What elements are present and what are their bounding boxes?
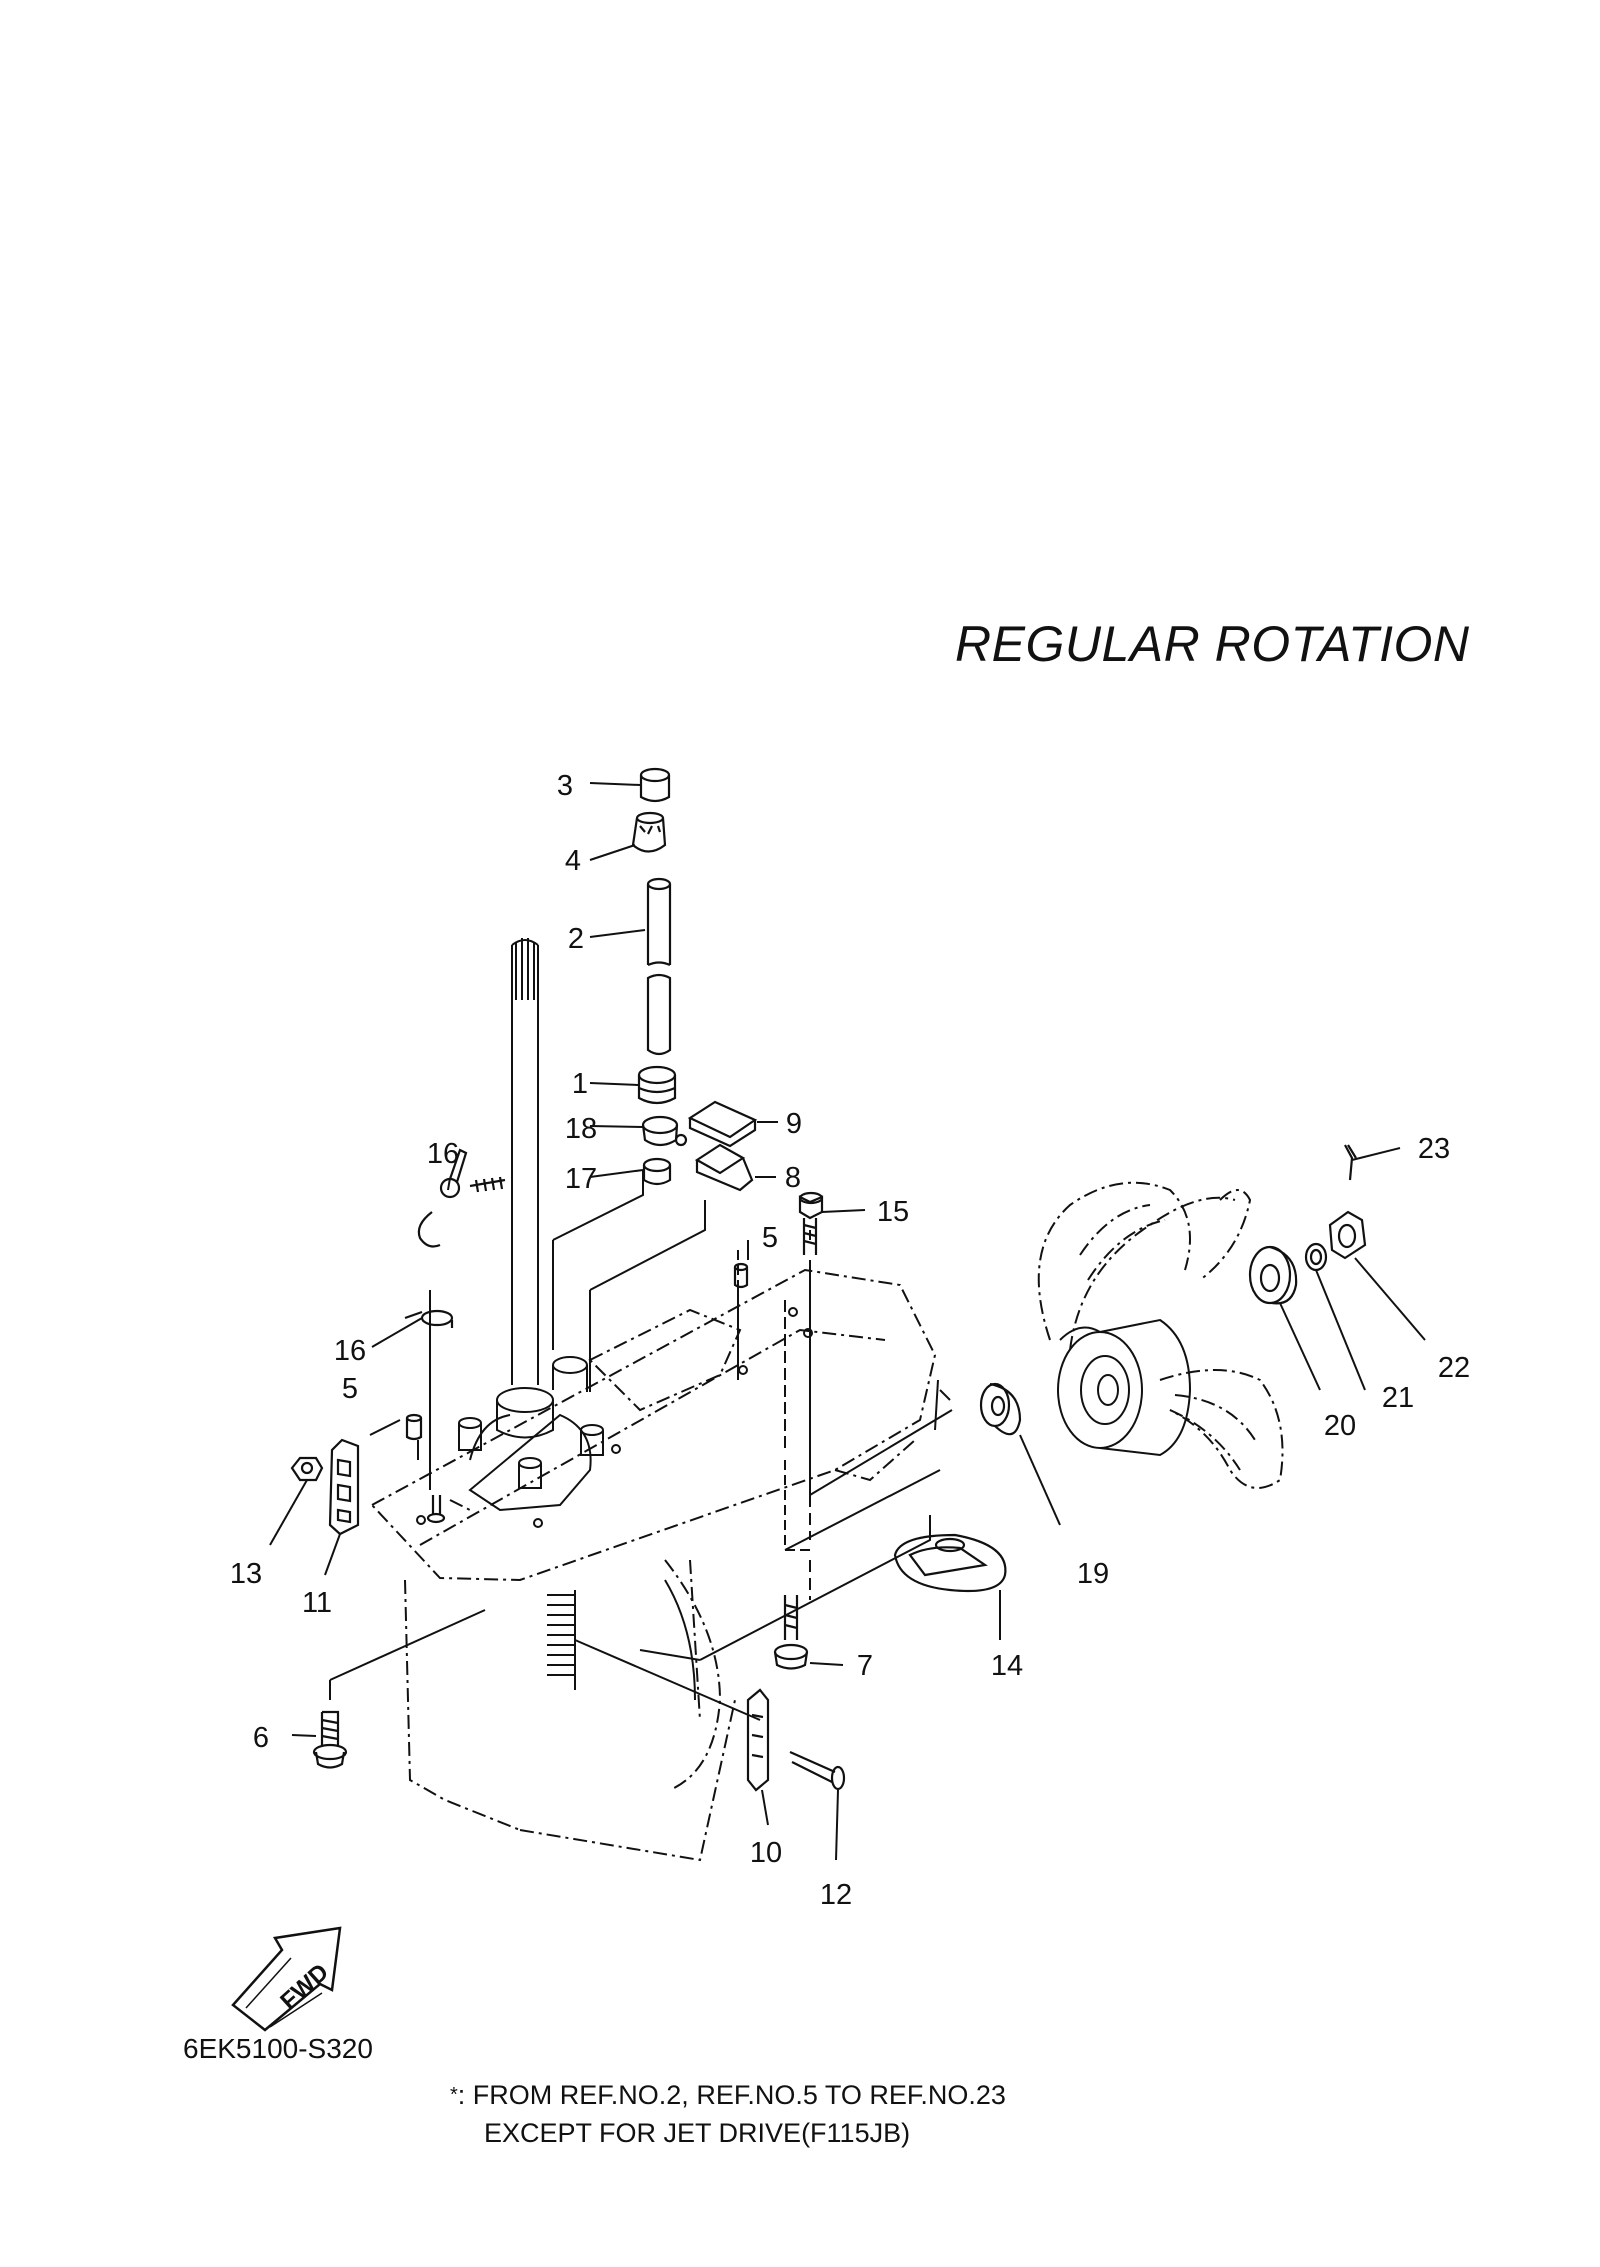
callout-1: 1: [572, 1068, 588, 1100]
callout-15: 15: [877, 1196, 909, 1228]
callout-14: 14: [991, 1650, 1023, 1682]
callout-7: 7: [857, 1650, 873, 1682]
callout-22: 22: [1438, 1352, 1470, 1384]
part-5-dowel-top: [733, 1262, 749, 1289]
callout-6: 6: [253, 1722, 269, 1754]
part-11-anode: [328, 1438, 360, 1536]
callout-5-top: 5: [762, 1222, 778, 1254]
part-20-washer: [1248, 1245, 1298, 1305]
part-19-spacer: [979, 1382, 1022, 1436]
part-16-clamp-lower: [404, 1309, 454, 1328]
footnote-marker: *: [450, 2084, 458, 2106]
leader-lines: [329, 1170, 953, 1721]
part-21-washer: [1304, 1242, 1328, 1272]
callout-labels: 3 4 2 1 18 17 9 8 15 5 16 16 5 13 11 6 7…: [230, 770, 1470, 1911]
callout-8: 8: [785, 1162, 801, 1194]
part-15-bolt: [798, 1191, 824, 1255]
part-18-seal: [641, 1115, 688, 1147]
callout-11: 11: [302, 1587, 332, 1619]
part-8-rubber-seal: [694, 1143, 754, 1192]
callout-3: 3: [557, 770, 573, 802]
callout-17: 17: [565, 1163, 597, 1195]
callout-2: 2: [568, 923, 584, 955]
part-14-trim-tab: [893, 1533, 1007, 1593]
part-4-seal-housing: [631, 811, 667, 853]
propeller: [1037, 1181, 1284, 1489]
diagram-title: REGULAR ROTATION: [955, 616, 1470, 672]
callout-12: 12: [820, 1879, 852, 1911]
part-3-bushing: [639, 767, 671, 803]
part-2-water-tube: [646, 877, 672, 1056]
footnote: *: FROM REF.NO.2, REF.NO.5 TO REF.NO.23 …: [450, 2076, 1006, 2152]
lower-casing: [370, 1268, 937, 1862]
part-1-grommet: [637, 1065, 677, 1105]
part-22-nut: [1328, 1210, 1367, 1260]
callout-13: 13: [230, 1558, 262, 1590]
part-7-bolt: [773, 1595, 809, 1670]
callout-16-upper: 16: [427, 1138, 459, 1170]
callout-16-lower: 16: [334, 1335, 366, 1367]
footnote-text-1: : FROM REF.NO.2, REF.NO.5 TO REF.NO.23: [457, 2080, 1006, 2110]
callout-21: 21: [1382, 1382, 1414, 1414]
callout-4: 4: [565, 845, 581, 877]
callout-20: 20: [1324, 1410, 1356, 1442]
part-6-bolt: [312, 1710, 348, 1769]
fwd-arrow-icon: FWD: [231, 1926, 342, 2032]
part-17-bushing: [642, 1157, 672, 1186]
callout-9: 9: [786, 1108, 802, 1140]
propeller-hub: [1057, 1318, 1192, 1457]
part-9-rubber-seal: [687, 1100, 758, 1148]
part-bolt-left: [426, 1495, 446, 1524]
callout-5-left: 5: [342, 1373, 358, 1405]
callout-19: 19: [1077, 1558, 1109, 1590]
part-5-dowel-left: [405, 1413, 423, 1441]
part-12-screw: [789, 1750, 846, 1791]
part-10-anode: [746, 1688, 770, 1792]
footnote-line-2: EXCEPT FOR JET DRIVE(F115JB): [484, 2118, 911, 2148]
callout-leaders: [269, 782, 1426, 1861]
casing-details: [416, 938, 813, 1701]
callout-18: 18: [565, 1113, 597, 1145]
part-13-nut: [290, 1456, 324, 1482]
footnote-line-1: *: FROM REF.NO.2, REF.NO.5 TO REF.NO.23: [450, 2076, 1006, 2114]
callout-23: 23: [1418, 1133, 1450, 1165]
callout-10: 10: [750, 1837, 782, 1869]
part-23-cotter-pin: [1344, 1144, 1357, 1181]
diagram-code: 6EK5100-S320: [183, 2033, 373, 2064]
